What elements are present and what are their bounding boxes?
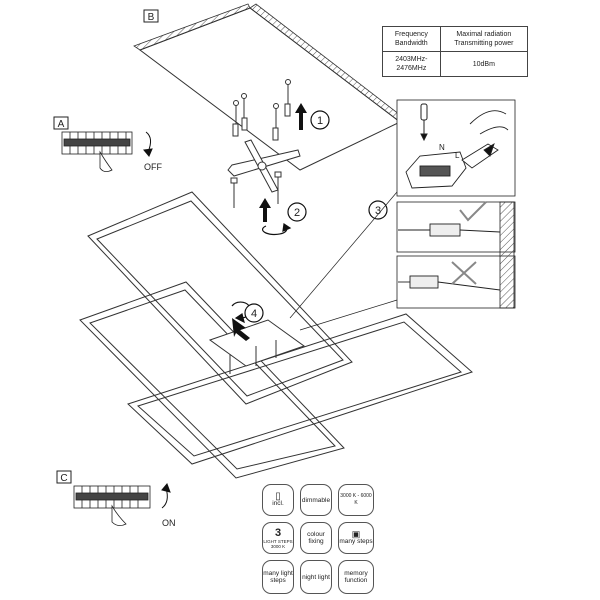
- lamp-frame-left: [79, 281, 345, 479]
- feature-many-light-steps: many light steps: [262, 560, 294, 594]
- steps-icon: ▣: [351, 529, 361, 539]
- step-1-badge: 1: [310, 110, 330, 130]
- bracket-screws: [230, 171, 282, 208]
- step-b-badge: B: [143, 9, 159, 23]
- step-a-label: A: [58, 119, 65, 130]
- lamp-frame-right: [127, 313, 473, 465]
- step-2-label: 2: [294, 207, 300, 219]
- rotate-icon: [261, 222, 292, 236]
- step-b-label: B: [148, 12, 155, 23]
- fuse-box-off: [61, 131, 133, 172]
- connector-wrong: [398, 261, 501, 291]
- arrow-down-icon: [232, 318, 250, 341]
- rotate-arrow-icon: [143, 131, 153, 157]
- terminal-block: [405, 110, 509, 189]
- feature-remote-label: incl.: [272, 500, 284, 507]
- rotate-arrow-icon: [161, 483, 171, 509]
- step-a-badge: A: [53, 116, 69, 130]
- spec-col1-value: 2403MHz-2476MHz: [382, 51, 441, 77]
- step-2-badge: 2: [287, 202, 307, 222]
- feature-color-temp-label: 3000 K - 6000 K: [340, 493, 372, 506]
- lamp-center-mount: [208, 319, 306, 374]
- terminal-n-label: N: [439, 143, 445, 152]
- feature-night-light: night light: [300, 560, 332, 594]
- arrow-up-icon: [259, 198, 271, 222]
- spec-table: Frequency Bandwidth Maximal radiation Tr…: [382, 26, 529, 77]
- ceiling-panel: [133, 3, 405, 171]
- step-1-label: 1: [317, 115, 323, 127]
- spec-col2-value: 10dBm: [439, 51, 529, 77]
- feature-color-temp: 3000 K - 6000 K: [338, 484, 374, 516]
- step-4-badge: 4: [244, 303, 264, 323]
- step-4-label: 4: [251, 308, 257, 320]
- lamp-frame-top: [87, 191, 353, 405]
- feature-remote: ▯ incl.: [262, 484, 294, 516]
- feature-light-steps-text: LIGHT STEPS: [263, 538, 293, 544]
- step-c-label: C: [60, 473, 67, 484]
- terminal-l-label: L: [455, 151, 460, 160]
- feature-night-light-label: night light: [302, 573, 330, 581]
- feature-light-steps-number: 3: [274, 526, 282, 539]
- step-3-badge: 3: [368, 200, 388, 220]
- feature-dimmable-label: dimmable: [301, 496, 331, 504]
- screws: [232, 79, 291, 141]
- feature-memory-function-label: memory function: [344, 570, 368, 584]
- screwdriver: [420, 103, 428, 142]
- spec-value-row: 2403MHz-2476MHz 10dBm: [382, 51, 529, 77]
- fuse-box-on: [73, 485, 151, 526]
- callout-lines: [289, 191, 398, 331]
- remote-icon: ▯: [275, 491, 281, 502]
- arrow-up-icon: [295, 103, 307, 130]
- feature-dimmable: dimmable: [300, 484, 332, 516]
- feature-memory-function: memory function: [338, 560, 374, 594]
- feature-many-light-steps-label: many light steps: [263, 570, 293, 584]
- step-c-badge: C: [56, 470, 72, 484]
- feature-light-steps: 3 LIGHT STEPS 3000 K: [262, 522, 294, 554]
- switch-on-label: ON: [162, 518, 176, 528]
- feature-many-steps-label: many steps: [339, 538, 373, 545]
- mounting-bracket: [227, 139, 301, 193]
- feature-colour-fixing: colour fixing: [300, 522, 332, 554]
- spec-col1-header: Frequency Bandwidth: [382, 26, 441, 52]
- step-3-label: 3: [375, 205, 381, 217]
- connector-correct: [398, 201, 501, 237]
- spec-col2-header: Maximal radiation Transmitting power: [439, 26, 529, 52]
- feature-colour-fixing-label: colour fixing: [307, 531, 325, 545]
- feature-light-steps-kelvin: 3000 K: [270, 543, 286, 549]
- spec-header-row: Frequency Bandwidth Maximal radiation Tr…: [382, 26, 529, 52]
- switch-off-label: OFF: [144, 162, 162, 172]
- feature-many-steps: ▣ many steps: [338, 522, 374, 554]
